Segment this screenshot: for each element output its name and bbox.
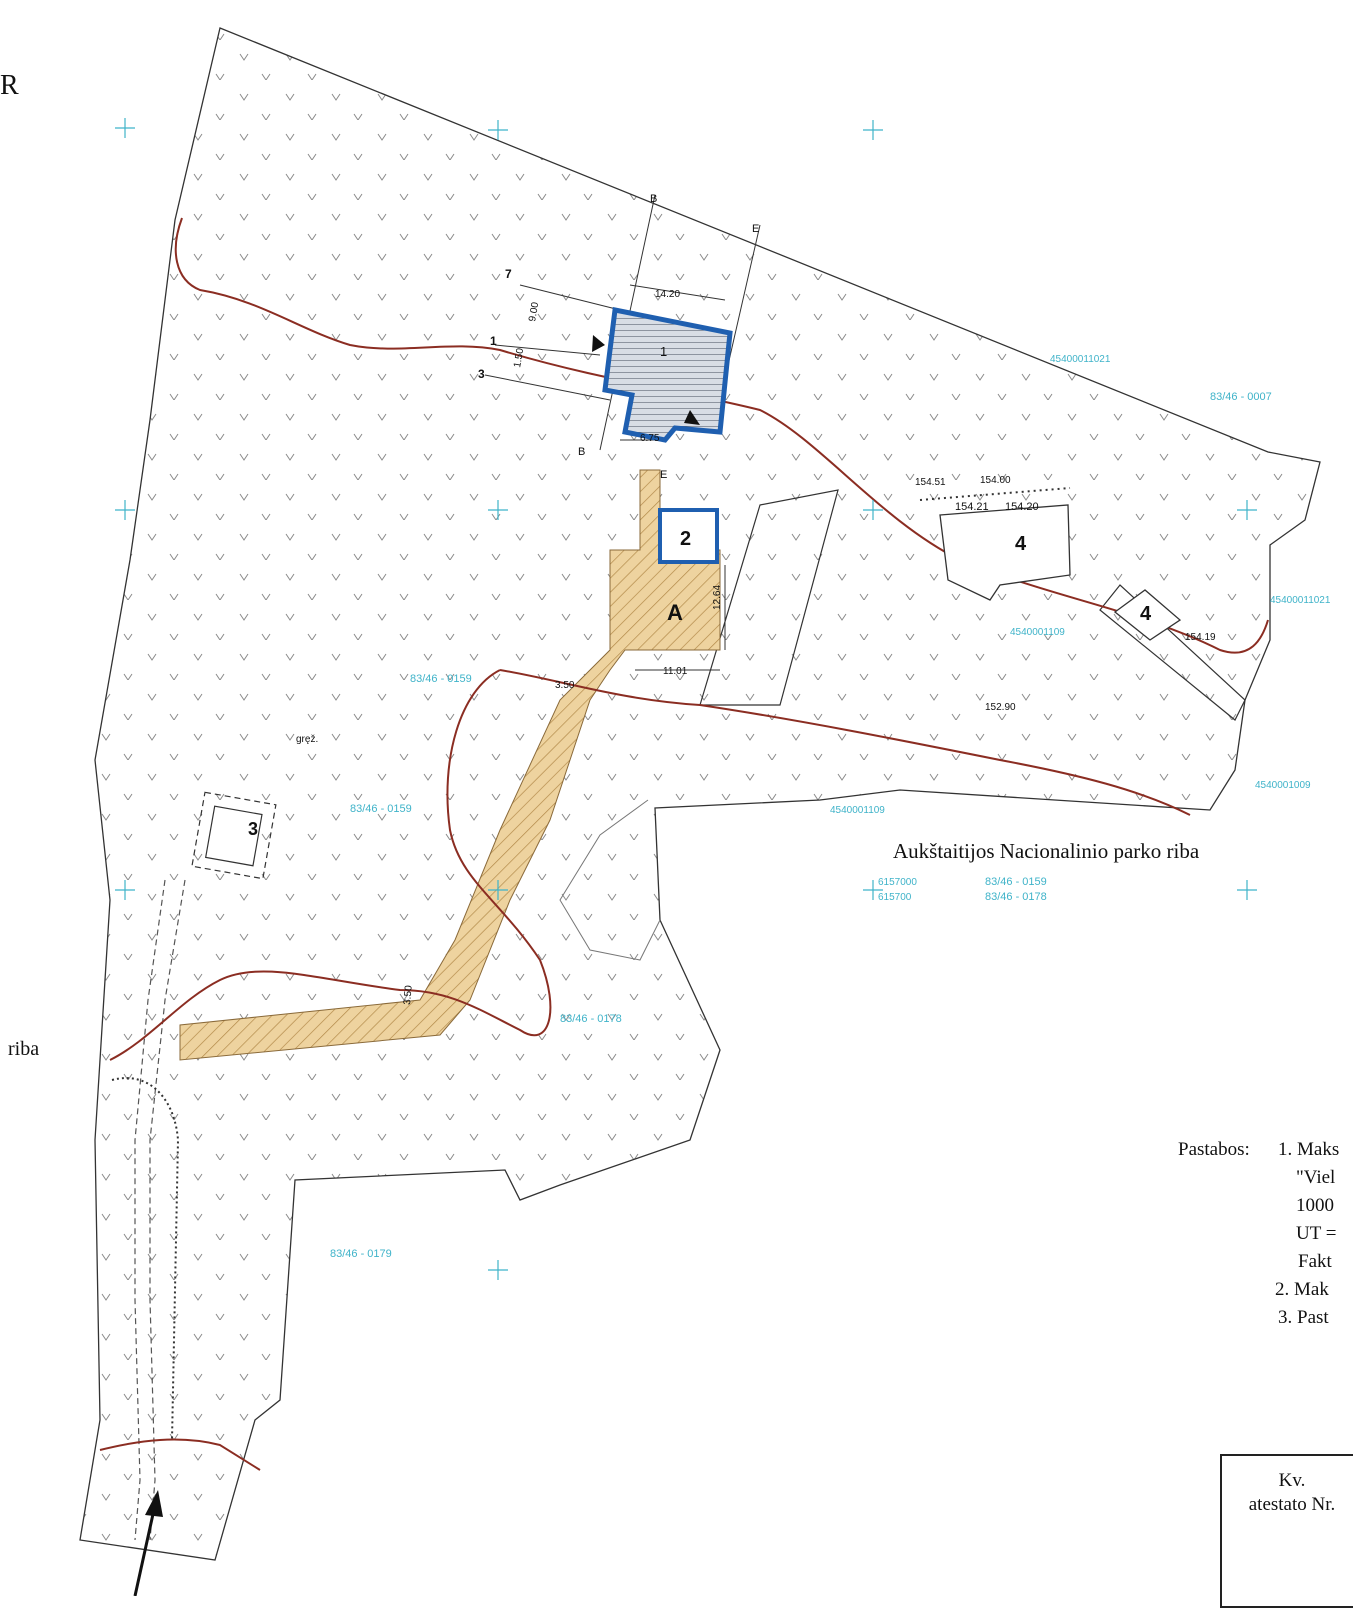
tree-label: gręž. — [296, 734, 318, 745]
survey-cross-icon — [115, 880, 135, 900]
elevation-label: 154.20 — [1005, 501, 1039, 513]
note-line: 3. Past — [1278, 1307, 1329, 1328]
elevation-label: 154.00 — [980, 475, 1011, 486]
left-boundary-label: riba — [8, 1038, 40, 1060]
contour-line — [99, 1438, 261, 1471]
survey-cross-icon — [488, 880, 508, 900]
grid-coordinate: 615700 — [878, 892, 912, 903]
contour-line — [109, 669, 552, 1061]
building-number: 4 — [1015, 533, 1027, 555]
note-line: "Viel — [1296, 1167, 1336, 1188]
dimension-label: 11.01 — [663, 666, 688, 677]
neighbour-lot — [1099, 584, 1246, 721]
dimension-label: 1.50 — [512, 347, 526, 369]
survey-cross-icon — [488, 120, 508, 140]
elevation-label: 154.19 — [1185, 632, 1216, 643]
parcel-code: 83/46 - 0159 — [350, 803, 412, 815]
dimension-label: 3.50 — [402, 984, 415, 1005]
grid-coordinate: 6157000 — [878, 877, 917, 888]
note-line: 1. Maks — [1278, 1139, 1340, 1160]
paved-path — [179, 469, 721, 1061]
dimension-label: 9.00 — [527, 301, 541, 323]
parcel-code: 83/46 - 0179 — [330, 1248, 392, 1260]
elevation-label: 152.90 — [985, 702, 1016, 713]
entrance-arrow-icon — [592, 335, 605, 352]
building-number: 2 — [680, 528, 691, 550]
dimension-label: 3.50 — [555, 680, 575, 691]
building-1 — [602, 307, 733, 443]
dimension-label: 12.64 — [712, 585, 723, 610]
dim-leader — [494, 344, 601, 356]
parcel-code: 83/46 - 0178 — [985, 891, 1047, 903]
note-line: UT = — [1296, 1223, 1337, 1244]
neighbour-lot — [559, 799, 661, 961]
north-arrow-icon — [133, 1504, 157, 1596]
notes-heading: Pastabos: — [1178, 1139, 1250, 1160]
section-mark: B — [650, 193, 657, 205]
section-mark: B — [578, 446, 585, 458]
note-line: Fakt — [1298, 1251, 1332, 1272]
notes-block: Pastabos: 1. Maks "Viel 1000 UT = Fakt 2… — [1178, 1136, 1339, 1332]
leader-label: 7 — [505, 267, 512, 281]
building-2 — [658, 508, 719, 564]
parcel-code: 4540001009 — [1255, 780, 1311, 791]
parcel-code: 4540001109 — [1010, 627, 1065, 638]
stamp-line: Kv. — [1278, 1470, 1306, 1491]
survey-cross-icon — [1237, 500, 1257, 520]
survey-cross-icon — [115, 500, 135, 520]
survey-cross-icon — [863, 500, 883, 520]
title-stamp: Kv. atestato Nr. — [1220, 1454, 1353, 1608]
survey-cross-icon — [863, 880, 883, 900]
building-3 — [204, 805, 263, 867]
parcel-code: 83/46 - 0178 — [560, 1013, 622, 1025]
corner-letter: R — [0, 70, 19, 101]
contour-line — [499, 669, 1191, 816]
parcel-code: 45400011021 — [1050, 354, 1111, 365]
parcel-code: 83/46 - 0007 — [1210, 391, 1272, 403]
leader-label: 3 — [478, 367, 485, 381]
survey-cross-icon — [488, 1260, 508, 1280]
parcel-code: 83/46 - 0159 — [410, 673, 472, 685]
section-mark: E — [752, 223, 759, 235]
survey-cross-icon — [863, 120, 883, 140]
dim-leader — [519, 284, 621, 311]
leader-label: 1 — [490, 334, 497, 348]
park-boundary-label: Aukštaitijos Nacionalinio parko riba — [893, 839, 1200, 863]
north-arrow-icon — [145, 1490, 163, 1517]
note-line: 2. Mak — [1275, 1279, 1329, 1300]
building-4 — [939, 504, 1071, 601]
parcel-boundary — [79, 27, 1321, 1561]
survey-cross-icon — [488, 500, 508, 520]
dimension-label: 14.20 — [655, 289, 680, 300]
elevation-label: 154.21 — [955, 501, 989, 513]
access-road — [134, 879, 166, 1541]
building-4b — [1113, 589, 1182, 641]
building-number: 3 — [248, 819, 258, 839]
dim-leader — [629, 284, 726, 301]
parcel-code: 4540001109 — [830, 805, 885, 816]
access-road — [149, 879, 186, 1541]
zone-label: A — [667, 600, 683, 625]
entrance-arrow-icon — [684, 410, 700, 425]
building-number: 1 — [660, 344, 667, 359]
elevation-label: 154.51 — [915, 477, 946, 488]
parcel-code: 83/46 - 0159 — [985, 876, 1047, 888]
parcel-code: 45400011021 — [1270, 595, 1331, 606]
section-mark: E — [660, 469, 667, 481]
staircase — [919, 487, 1071, 501]
stamp-line: atestato Nr. — [1248, 1494, 1336, 1515]
dim-leader — [484, 374, 611, 401]
survey-cross-icon — [115, 118, 135, 138]
note-line: 1000 — [1296, 1195, 1334, 1216]
survey-cross-icon — [1237, 880, 1257, 900]
building-number: 4 — [1140, 603, 1152, 625]
dimension-label: 6.75 — [640, 433, 660, 444]
